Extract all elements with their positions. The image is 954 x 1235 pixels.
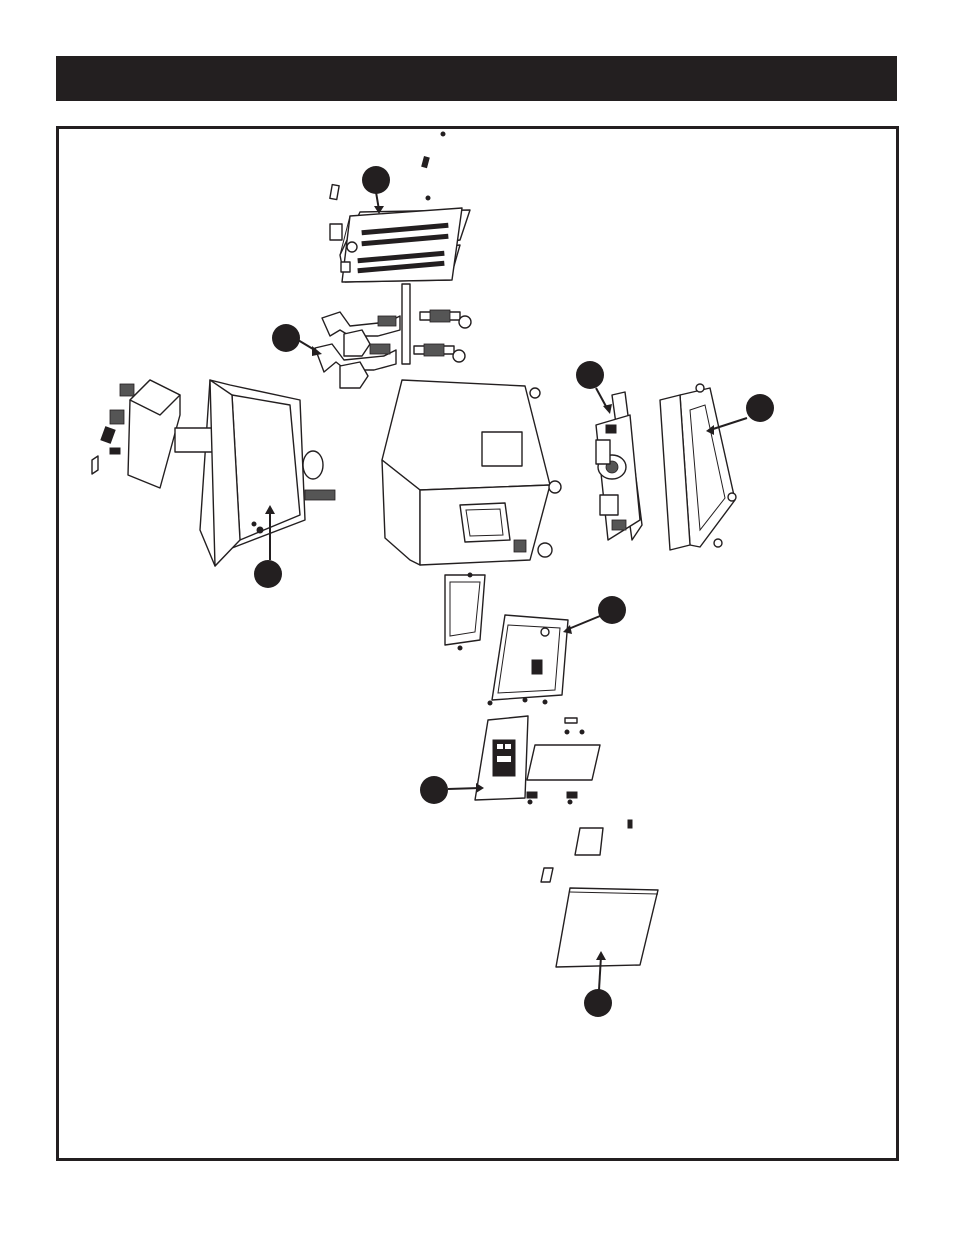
callout-bracket-arms [272, 324, 322, 356]
left-housing [175, 380, 335, 566]
callout-top-rack [362, 166, 390, 214]
bottom-panels [541, 820, 658, 967]
bracket-arms [315, 284, 471, 388]
lower-bracket [445, 573, 485, 650]
lower-tray [488, 615, 568, 705]
right-enclosure [660, 384, 736, 550]
left-electrical-box [92, 380, 180, 488]
control-panel [475, 716, 600, 804]
center-cabinet [382, 380, 561, 565]
top-rack-plate [340, 208, 470, 282]
callout-lower-tray [563, 596, 626, 634]
motor-plate-assembly [596, 392, 642, 540]
callout-motor-plate [576, 361, 612, 414]
